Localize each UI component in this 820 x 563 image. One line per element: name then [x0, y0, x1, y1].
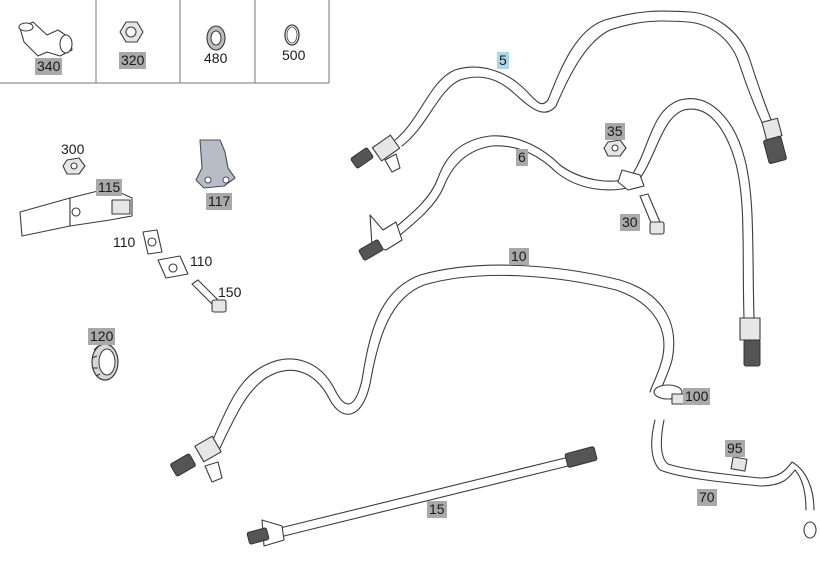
- hose-15-connector-right: [564, 446, 598, 468]
- bolt-150[interactable]: [191, 279, 227, 313]
- hose-6-connector-bottom: [739, 317, 761, 367]
- part-label-120[interactable]: 120: [88, 328, 116, 345]
- hose-6-clip: [617, 169, 645, 191]
- part-label-15[interactable]: 15: [427, 501, 447, 518]
- part-label-110b[interactable]: 110: [190, 253, 213, 269]
- hose-15[interactable]: [246, 446, 598, 547]
- hose-10-connector: [170, 435, 223, 483]
- part-label-110a[interactable]: 110: [113, 234, 136, 250]
- clamp-ring-120[interactable]: [91, 343, 119, 381]
- clip-110-b[interactable]: [157, 255, 189, 279]
- part-label-35[interactable]: 35: [605, 123, 625, 140]
- hose-5[interactable]: [350, 10, 787, 173]
- elbow-fitting-340[interactable]: [18, 21, 73, 57]
- hose-5-connector-right: [761, 117, 787, 164]
- part-label-300[interactable]: 300: [61, 141, 85, 157]
- nut-300[interactable]: [62, 157, 86, 175]
- end-fitting[interactable]: [803, 521, 817, 539]
- part-label-115[interactable]: 115: [96, 179, 123, 196]
- bracket-115[interactable]: [19, 187, 133, 237]
- clip-110-a[interactable]: [142, 229, 163, 255]
- part-label-500[interactable]: 500: [282, 47, 306, 63]
- nut-320[interactable]: [119, 21, 144, 43]
- washer-480[interactable]: [206, 25, 226, 51]
- part-label-150[interactable]: 150: [218, 284, 242, 300]
- part-label-10[interactable]: 10: [509, 248, 529, 265]
- hose-10[interactable]: [170, 264, 675, 483]
- hose-6-connector-left: [358, 214, 403, 261]
- bracket-117[interactable]: [195, 139, 236, 189]
- part-label-340[interactable]: 340: [35, 58, 63, 75]
- hose-5-connector-left: [350, 134, 401, 173]
- oring-500[interactable]: [284, 24, 300, 46]
- part-label-70[interactable]: 70: [697, 489, 717, 506]
- part-label-480[interactable]: 480: [204, 50, 228, 66]
- part-label-320[interactable]: 320: [119, 52, 147, 69]
- part-label-95[interactable]: 95: [725, 440, 745, 457]
- clamp-100[interactable]: [653, 384, 685, 405]
- nut-35[interactable]: [603, 139, 627, 157]
- part-label-6[interactable]: 6: [516, 149, 528, 166]
- part-label-30[interactable]: 30: [620, 214, 640, 231]
- header-grid: [0, 0, 330, 84]
- part-label-100[interactable]: 100: [683, 388, 711, 405]
- hose-70[interactable]: [651, 419, 815, 511]
- sleeve-95[interactable]: [730, 456, 748, 472]
- hose-6[interactable]: [358, 98, 761, 367]
- part-label-5[interactable]: 5: [497, 52, 509, 69]
- part-label-117[interactable]: 117: [206, 193, 233, 210]
- hose-15-connector-left: [246, 519, 285, 547]
- bolt-30[interactable]: [639, 193, 665, 235]
